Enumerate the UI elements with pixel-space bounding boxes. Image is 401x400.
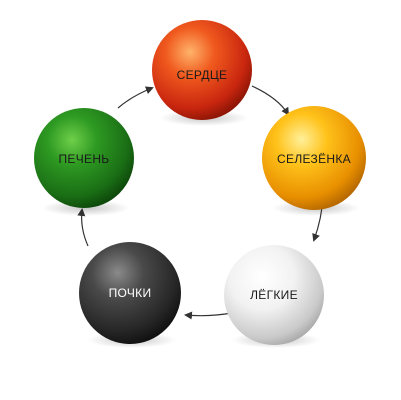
kidneys-label: ПОЧКИ (109, 286, 152, 300)
arrow-liver-to-heart (117, 86, 154, 109)
kidneys-sphere (79, 242, 181, 344)
lungs-label: ЛЁГКИЕ (250, 288, 298, 302)
spleen-sphere (262, 106, 366, 210)
arrow-lungs-to-kidneys (184, 311, 233, 320)
organ-lungs: ЛЁГКИЕ (224, 245, 324, 348)
lungs-sphere (224, 245, 324, 345)
liver-sphere (34, 108, 134, 208)
heart-label: СЕРДЦЕ (177, 68, 228, 82)
arrow-heart-to-spleen (251, 85, 290, 116)
organ-kidneys: ПОЧКИ (79, 242, 181, 348)
organ-spleen: СЕЛЕЗЁНКА (262, 106, 366, 216)
organ-heart: СЕРДЦЕ (152, 20, 252, 126)
sphere-shadow (42, 200, 130, 216)
heart-sphere (152, 20, 252, 120)
spleen-label: СЕЛЕЗЁНКА (277, 152, 351, 166)
liver-label: ПЕЧЕНЬ (59, 152, 110, 166)
organ-liver: ПЕЧЕНЬ (34, 108, 134, 216)
